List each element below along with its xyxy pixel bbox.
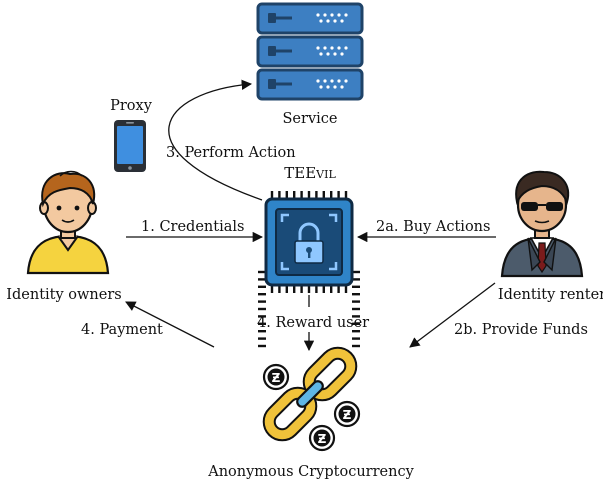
chip-pin	[285, 191, 288, 199]
payment-label: 4. Payment	[81, 322, 163, 338]
chip-pin	[270, 285, 274, 293]
chip-pin	[352, 330, 360, 333]
identity-owner-avatar	[26, 170, 110, 275]
server-icon	[256, 2, 364, 101]
chip-pin	[300, 191, 303, 199]
payment-arrow	[125, 301, 215, 348]
coin-glyph: Ƶ	[318, 432, 327, 446]
chip-pin	[352, 270, 360, 274]
chip-pin	[330, 191, 333, 199]
chip-pin	[352, 293, 360, 296]
coin-glyph: Ƶ	[343, 408, 352, 422]
chip-pin	[258, 315, 266, 318]
chip-pin	[352, 315, 360, 318]
reward-user-label: 4. Reward user	[257, 315, 369, 331]
chip-pin	[352, 344, 360, 348]
teevil-main: TEE	[284, 164, 316, 182]
chip-pin	[352, 285, 360, 288]
chip-pin	[300, 285, 303, 293]
chip-pin	[258, 300, 266, 303]
provide-funds-arrow	[409, 282, 496, 348]
teevil-label: TEEVIL	[284, 164, 336, 182]
chain-link-icon	[262, 346, 358, 442]
chip-pin	[258, 285, 266, 288]
chip-pin	[293, 191, 296, 199]
chip-pin	[352, 307, 360, 311]
chip-pin	[322, 285, 325, 293]
chip-pin	[322, 191, 325, 199]
chip-pin	[315, 285, 318, 293]
chip-pin	[258, 307, 266, 311]
service-label: Service	[283, 111, 338, 127]
server-unit	[256, 2, 364, 35]
chip-pin	[278, 285, 281, 293]
server-unit	[256, 35, 364, 68]
chip-pin	[337, 285, 340, 293]
chip-pin	[258, 330, 266, 333]
chip-pin	[270, 191, 274, 199]
chip-pin	[258, 337, 266, 340]
chip-pin	[352, 300, 360, 303]
credentials-label: 1. Credentials	[141, 219, 244, 235]
proxy-label: Proxy	[110, 98, 153, 114]
crypto-label: Anonymous Cryptocurrency	[207, 464, 414, 480]
coin-icon: Ƶ	[308, 424, 336, 452]
coin-glyph: Ƶ	[272, 371, 281, 385]
tee-chip-icon	[258, 191, 360, 348]
provide-funds-label: 2b. Provide Funds	[454, 322, 588, 338]
chip-pin	[278, 191, 281, 199]
identity-renter-avatar	[500, 170, 584, 278]
teevil-small: VIL	[315, 168, 336, 181]
chip-pin	[307, 191, 311, 199]
chip-pin	[352, 322, 360, 325]
chip-pin	[330, 285, 333, 293]
chip-pin	[258, 278, 266, 281]
chip-pin	[352, 337, 360, 340]
chip-pin	[285, 285, 288, 293]
identity-owners-label: Identity owners	[6, 287, 121, 303]
coin-icon: Ƶ	[333, 400, 361, 428]
server-unit	[256, 68, 364, 101]
chip-pin	[258, 344, 266, 348]
chip-pin	[315, 191, 318, 199]
perform-action-label: 3. Perform Action	[166, 145, 296, 161]
chip-pin	[352, 278, 360, 281]
chip-pin	[293, 285, 296, 293]
phone-icon	[114, 120, 146, 172]
identity-renter-label: Identity renter	[498, 287, 603, 303]
buy-actions-label: 2a. Buy Actions	[376, 219, 490, 235]
chip-pin	[258, 293, 266, 296]
chip-pin	[307, 285, 311, 293]
chip-pin	[344, 285, 348, 293]
coin-icon: Ƶ	[262, 363, 290, 391]
perform-action-arrow	[168, 79, 263, 201]
lock-icon	[294, 222, 324, 264]
chip-pin	[258, 270, 266, 274]
chip-pin	[337, 191, 340, 199]
chip-pin	[344, 191, 348, 199]
chip-pin	[258, 322, 266, 325]
